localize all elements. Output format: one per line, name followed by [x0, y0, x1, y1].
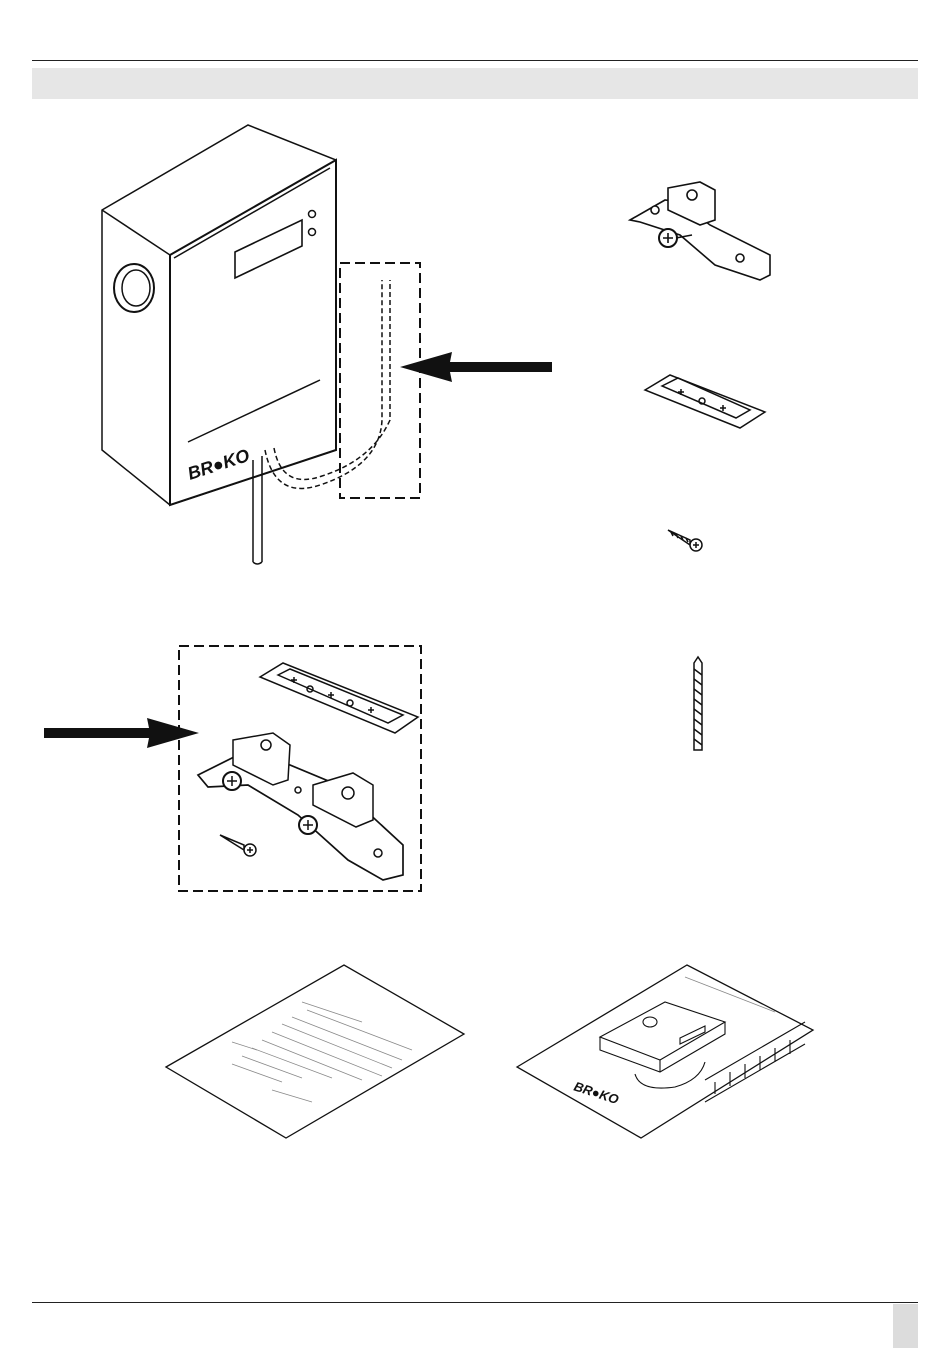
bottom-rule — [32, 1302, 918, 1303]
top-rule — [32, 60, 918, 61]
arrow-right-icon — [400, 350, 560, 384]
document-figure — [162, 962, 467, 1142]
controller-unit-figure: BR●KO — [90, 120, 450, 580]
mounting-bracket-figure — [620, 180, 790, 290]
page-tab — [893, 1304, 918, 1348]
screw-icon — [665, 525, 705, 555]
header-band — [32, 68, 918, 99]
mounting-kit-figure — [178, 645, 422, 893]
drilling-template-figure — [640, 370, 770, 440]
manual-figure: BR●KO — [515, 962, 815, 1142]
drill-icon — [688, 655, 708, 755]
arrow-right-icon — [44, 716, 204, 750]
